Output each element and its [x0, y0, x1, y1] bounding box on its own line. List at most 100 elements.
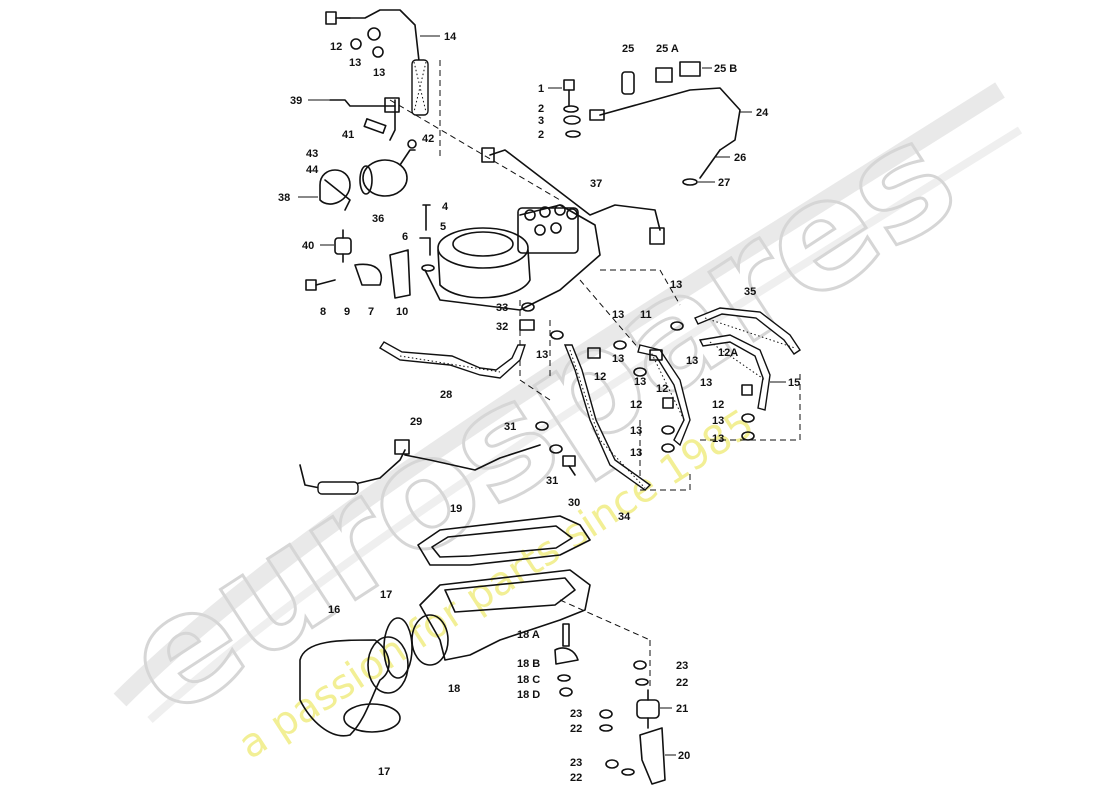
hose-15 [698, 334, 771, 411]
callout-42: 42 [422, 133, 434, 145]
callout-12: 12 [712, 399, 724, 411]
hose-28 [379, 341, 526, 379]
hose-34 [563, 344, 652, 491]
watermark-swoosh [113, 82, 1005, 707]
callout-13: 13 [712, 415, 724, 427]
callout-8: 8 [320, 306, 326, 318]
callout-24: 24 [756, 107, 769, 119]
callout-5: 5 [440, 221, 446, 233]
callout-37: 37 [590, 178, 602, 190]
fuel-pressure-regulator-36 [359, 139, 417, 197]
callout-18B: 18 B [517, 658, 540, 670]
callout-13: 13 [536, 349, 548, 361]
washers-13-mid [535, 321, 755, 454]
callout-18C: 18 C [517, 674, 540, 686]
callout-14: 14 [444, 31, 457, 43]
callout-25B: 25 B [714, 63, 737, 75]
callout-13: 13 [373, 67, 385, 79]
watermark-swoosh-inner [147, 126, 1023, 723]
callout-6: 6 [402, 231, 408, 243]
fuel-distributor-airflow-sensor [424, 204, 601, 311]
fuel-line-39 [329, 97, 400, 141]
mount-40 [334, 229, 352, 263]
callout-13: 13 [612, 353, 624, 365]
callout-19: 19 [450, 503, 462, 515]
nuts-washers-22-23 [599, 660, 649, 776]
callout-30: 30 [568, 497, 580, 509]
callout-13: 13 [349, 57, 361, 69]
elbow-hose-16 [299, 636, 409, 737]
callout-25A: 25 A [656, 43, 679, 55]
callout-22: 22 [676, 677, 688, 689]
callout-39: 39 [290, 95, 302, 107]
callout-28: 28 [440, 389, 452, 401]
callout-11: 11 [640, 309, 652, 321]
watermark-brand: eurospares [95, 88, 985, 750]
line-24-26-27 [589, 87, 741, 186]
callout-29: 29 [410, 416, 422, 428]
callout-36: 36 [372, 213, 384, 225]
callout-12: 12 [656, 383, 668, 395]
callout-13: 13 [630, 425, 642, 437]
intake-housing-18 [411, 569, 591, 666]
clips-25 [621, 61, 701, 95]
fittings-32-33 [519, 302, 535, 331]
callout-44: 44 [306, 164, 319, 176]
callout-35: 35 [744, 286, 756, 298]
callout-21: 21 [676, 703, 688, 715]
callout-26: 26 [734, 152, 746, 164]
callout-18A: 18 A [517, 629, 540, 641]
callout-13: 13 [634, 376, 646, 388]
callout-13: 13 [670, 279, 682, 291]
callout-10: 10 [396, 306, 408, 318]
callout-13: 13 [700, 377, 712, 389]
callout-18D: 18 D [517, 689, 540, 701]
callout-13: 13 [612, 309, 624, 321]
callout-27: 27 [718, 177, 730, 189]
callout-16: 16 [328, 604, 340, 616]
callout-20: 20 [678, 750, 690, 762]
callout-13: 13 [686, 355, 698, 367]
callout-25: 25 [622, 43, 634, 55]
fuel-line-14 [339, 9, 429, 116]
bolt-8 [305, 279, 336, 291]
callout-22: 22 [570, 723, 582, 735]
callout-9: 9 [344, 306, 350, 318]
mount-20-21 [636, 689, 666, 785]
callout-31: 31 [504, 421, 516, 433]
gasket-19 [417, 515, 591, 566]
callout-17: 17 [378, 766, 390, 778]
clamps-17 [343, 617, 413, 733]
callout-38: 38 [278, 192, 290, 204]
fitting-41 [363, 118, 387, 134]
washers-13-top [350, 27, 384, 58]
callout-12: 12 [594, 371, 606, 383]
callout-13: 13 [712, 433, 724, 445]
callout-31: 31 [546, 475, 558, 487]
callout-23: 23 [570, 708, 582, 720]
bracket-hardware-18A-D [554, 623, 579, 697]
bolt-12-top [325, 11, 351, 25]
bolts-4-5 [419, 204, 435, 272]
callout-1: 1 [538, 83, 544, 95]
callout-34: 34 [618, 511, 631, 523]
callout-23: 23 [570, 757, 582, 769]
bracket-10-7 [354, 249, 411, 299]
callout-3: 3 [538, 115, 544, 127]
callout-2: 2 [538, 103, 544, 115]
callout-32: 32 [496, 321, 508, 333]
reference-lines [389, 60, 801, 690]
bolts-12-30 [562, 347, 753, 476]
clamp-38 [319, 169, 351, 211]
callout-12A: 12A [718, 347, 738, 359]
callout-13: 13 [630, 447, 642, 459]
callout-17: 17 [380, 589, 392, 601]
callout-33: 33 [496, 302, 508, 314]
callouts: 14 12 13 13 39 41 42 43 44 38 36 40 4 5 … [278, 31, 800, 784]
callout-15: 15 [788, 377, 800, 389]
callout-12: 12 [330, 41, 342, 53]
fuel-line-37 [481, 147, 665, 245]
callout-4: 4 [442, 201, 449, 213]
callout-7: 7 [368, 306, 374, 318]
